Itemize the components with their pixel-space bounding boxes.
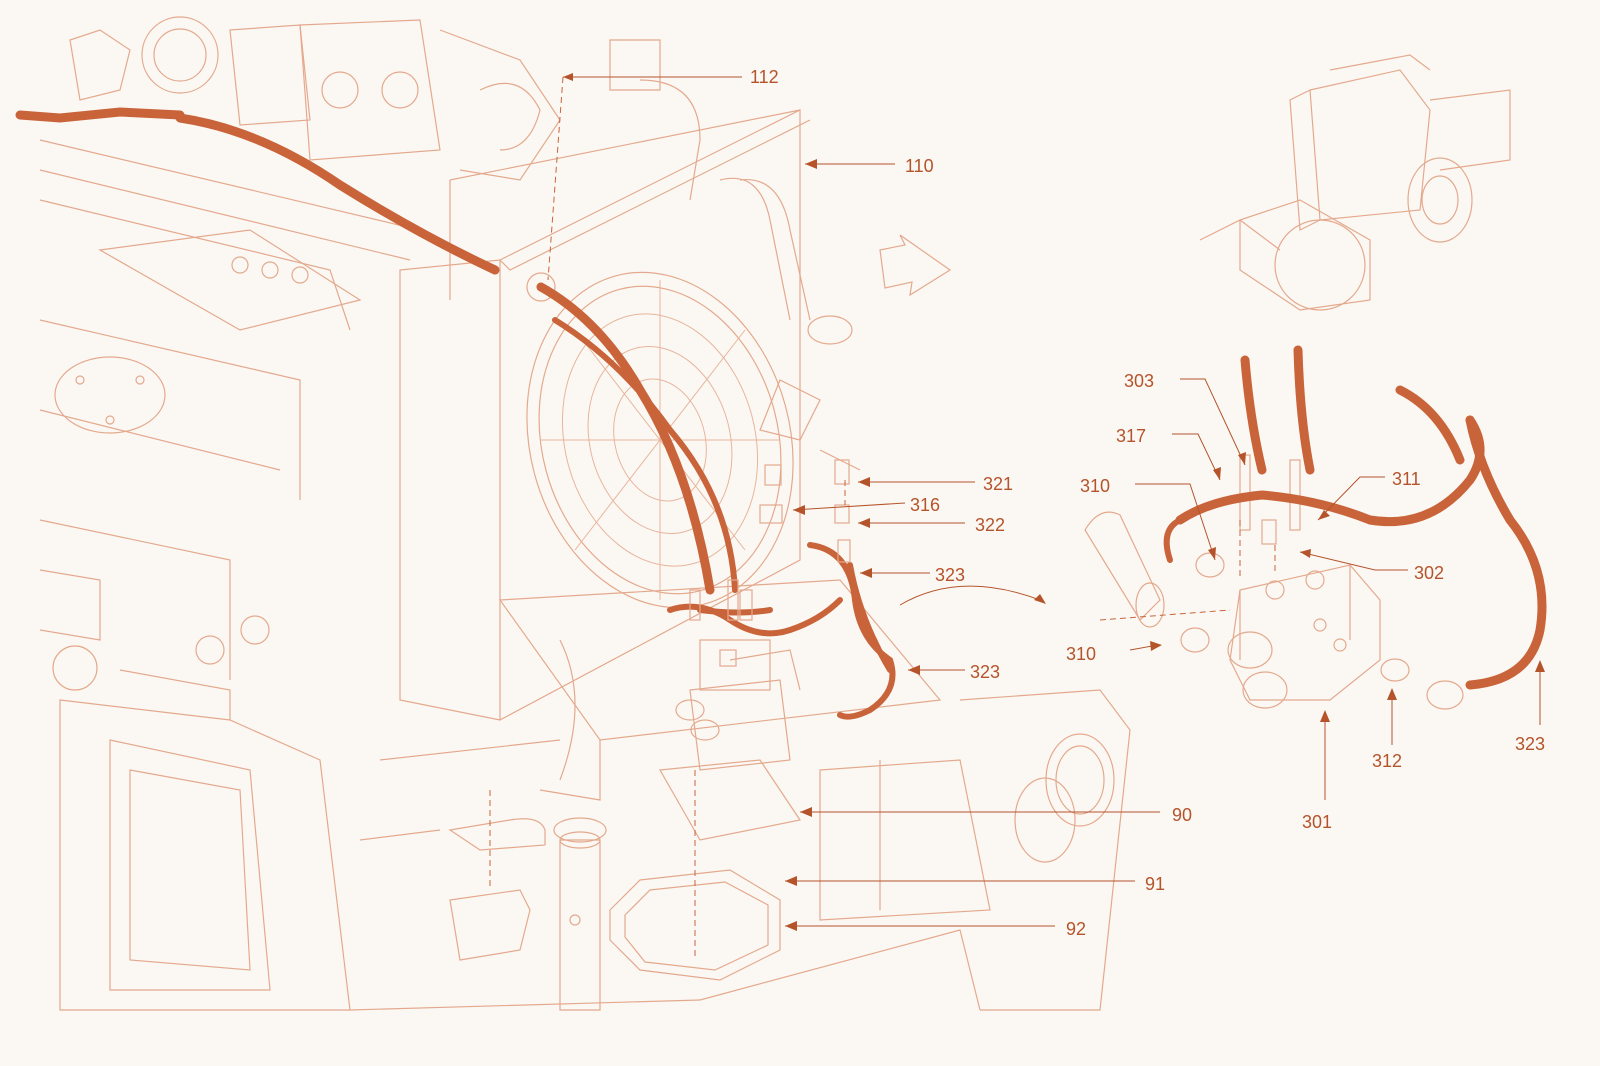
svg-text:91: 91 — [1145, 874, 1165, 894]
callout-323-upper: 323 — [860, 565, 965, 585]
machine-thumbnail — [1199, 54, 1511, 311]
callout-92: 92 — [785, 919, 1086, 939]
callout-311: 311 — [1317, 469, 1421, 521]
svg-text:112: 112 — [750, 67, 779, 87]
valve-block-detail — [1084, 454, 1464, 710]
callout-112: 112 — [563, 67, 779, 87]
callout-301: 301 — [1302, 710, 1332, 832]
svg-text:310: 310 — [1066, 644, 1096, 664]
callout-303: 303 — [1124, 371, 1246, 466]
svg-text:317: 317 — [1116, 426, 1146, 446]
hydraulic-hoses-detail — [1163, 345, 1547, 690]
svg-text:323: 323 — [1515, 734, 1545, 754]
fittings-main — [675, 459, 851, 741]
svg-text:321: 321 — [983, 474, 1013, 494]
svg-text:110: 110 — [905, 156, 934, 176]
callout-323-detail: 323 — [1515, 660, 1545, 754]
callout-316: 316 — [792, 495, 940, 515]
svg-text:323: 323 — [935, 565, 965, 585]
callout-323-lower: 323 — [908, 662, 1000, 682]
svg-text:92: 92 — [1066, 919, 1086, 939]
svg-text:316: 316 — [910, 495, 940, 515]
detail-pointer-arrow — [899, 585, 1041, 606]
svg-text:301: 301 — [1302, 812, 1332, 832]
machine-frame-outline — [39, 16, 1131, 1011]
callout-91: 91 — [785, 874, 1165, 894]
callout-302: 302 — [1299, 549, 1444, 583]
callout-310-lower: 310 — [1066, 641, 1162, 664]
hydraulic-hoses-main — [15, 107, 896, 720]
callout-110: 110 — [805, 156, 934, 176]
callout-322: 322 — [858, 515, 1005, 535]
svg-text:310: 310 — [1080, 476, 1110, 496]
svg-text:302: 302 — [1414, 563, 1444, 583]
svg-text:312: 312 — [1372, 751, 1402, 771]
assembly-lines-main — [489, 76, 846, 960]
callout-90: 90 — [800, 805, 1192, 825]
svg-text:323: 323 — [970, 662, 1000, 682]
callout-321: 321 — [858, 474, 1013, 494]
callout-312: 312 — [1372, 688, 1402, 771]
assembly-lines-detail — [1099, 520, 1276, 621]
callout-317: 317 — [1116, 426, 1221, 481]
svg-text:322: 322 — [975, 515, 1005, 535]
detail-pointer-arrowhead — [1034, 594, 1046, 604]
svg-text:311: 311 — [1392, 469, 1421, 489]
svg-text:303: 303 — [1124, 371, 1154, 391]
svg-text:90: 90 — [1172, 805, 1192, 825]
callout-310-upper: 310 — [1080, 476, 1216, 561]
